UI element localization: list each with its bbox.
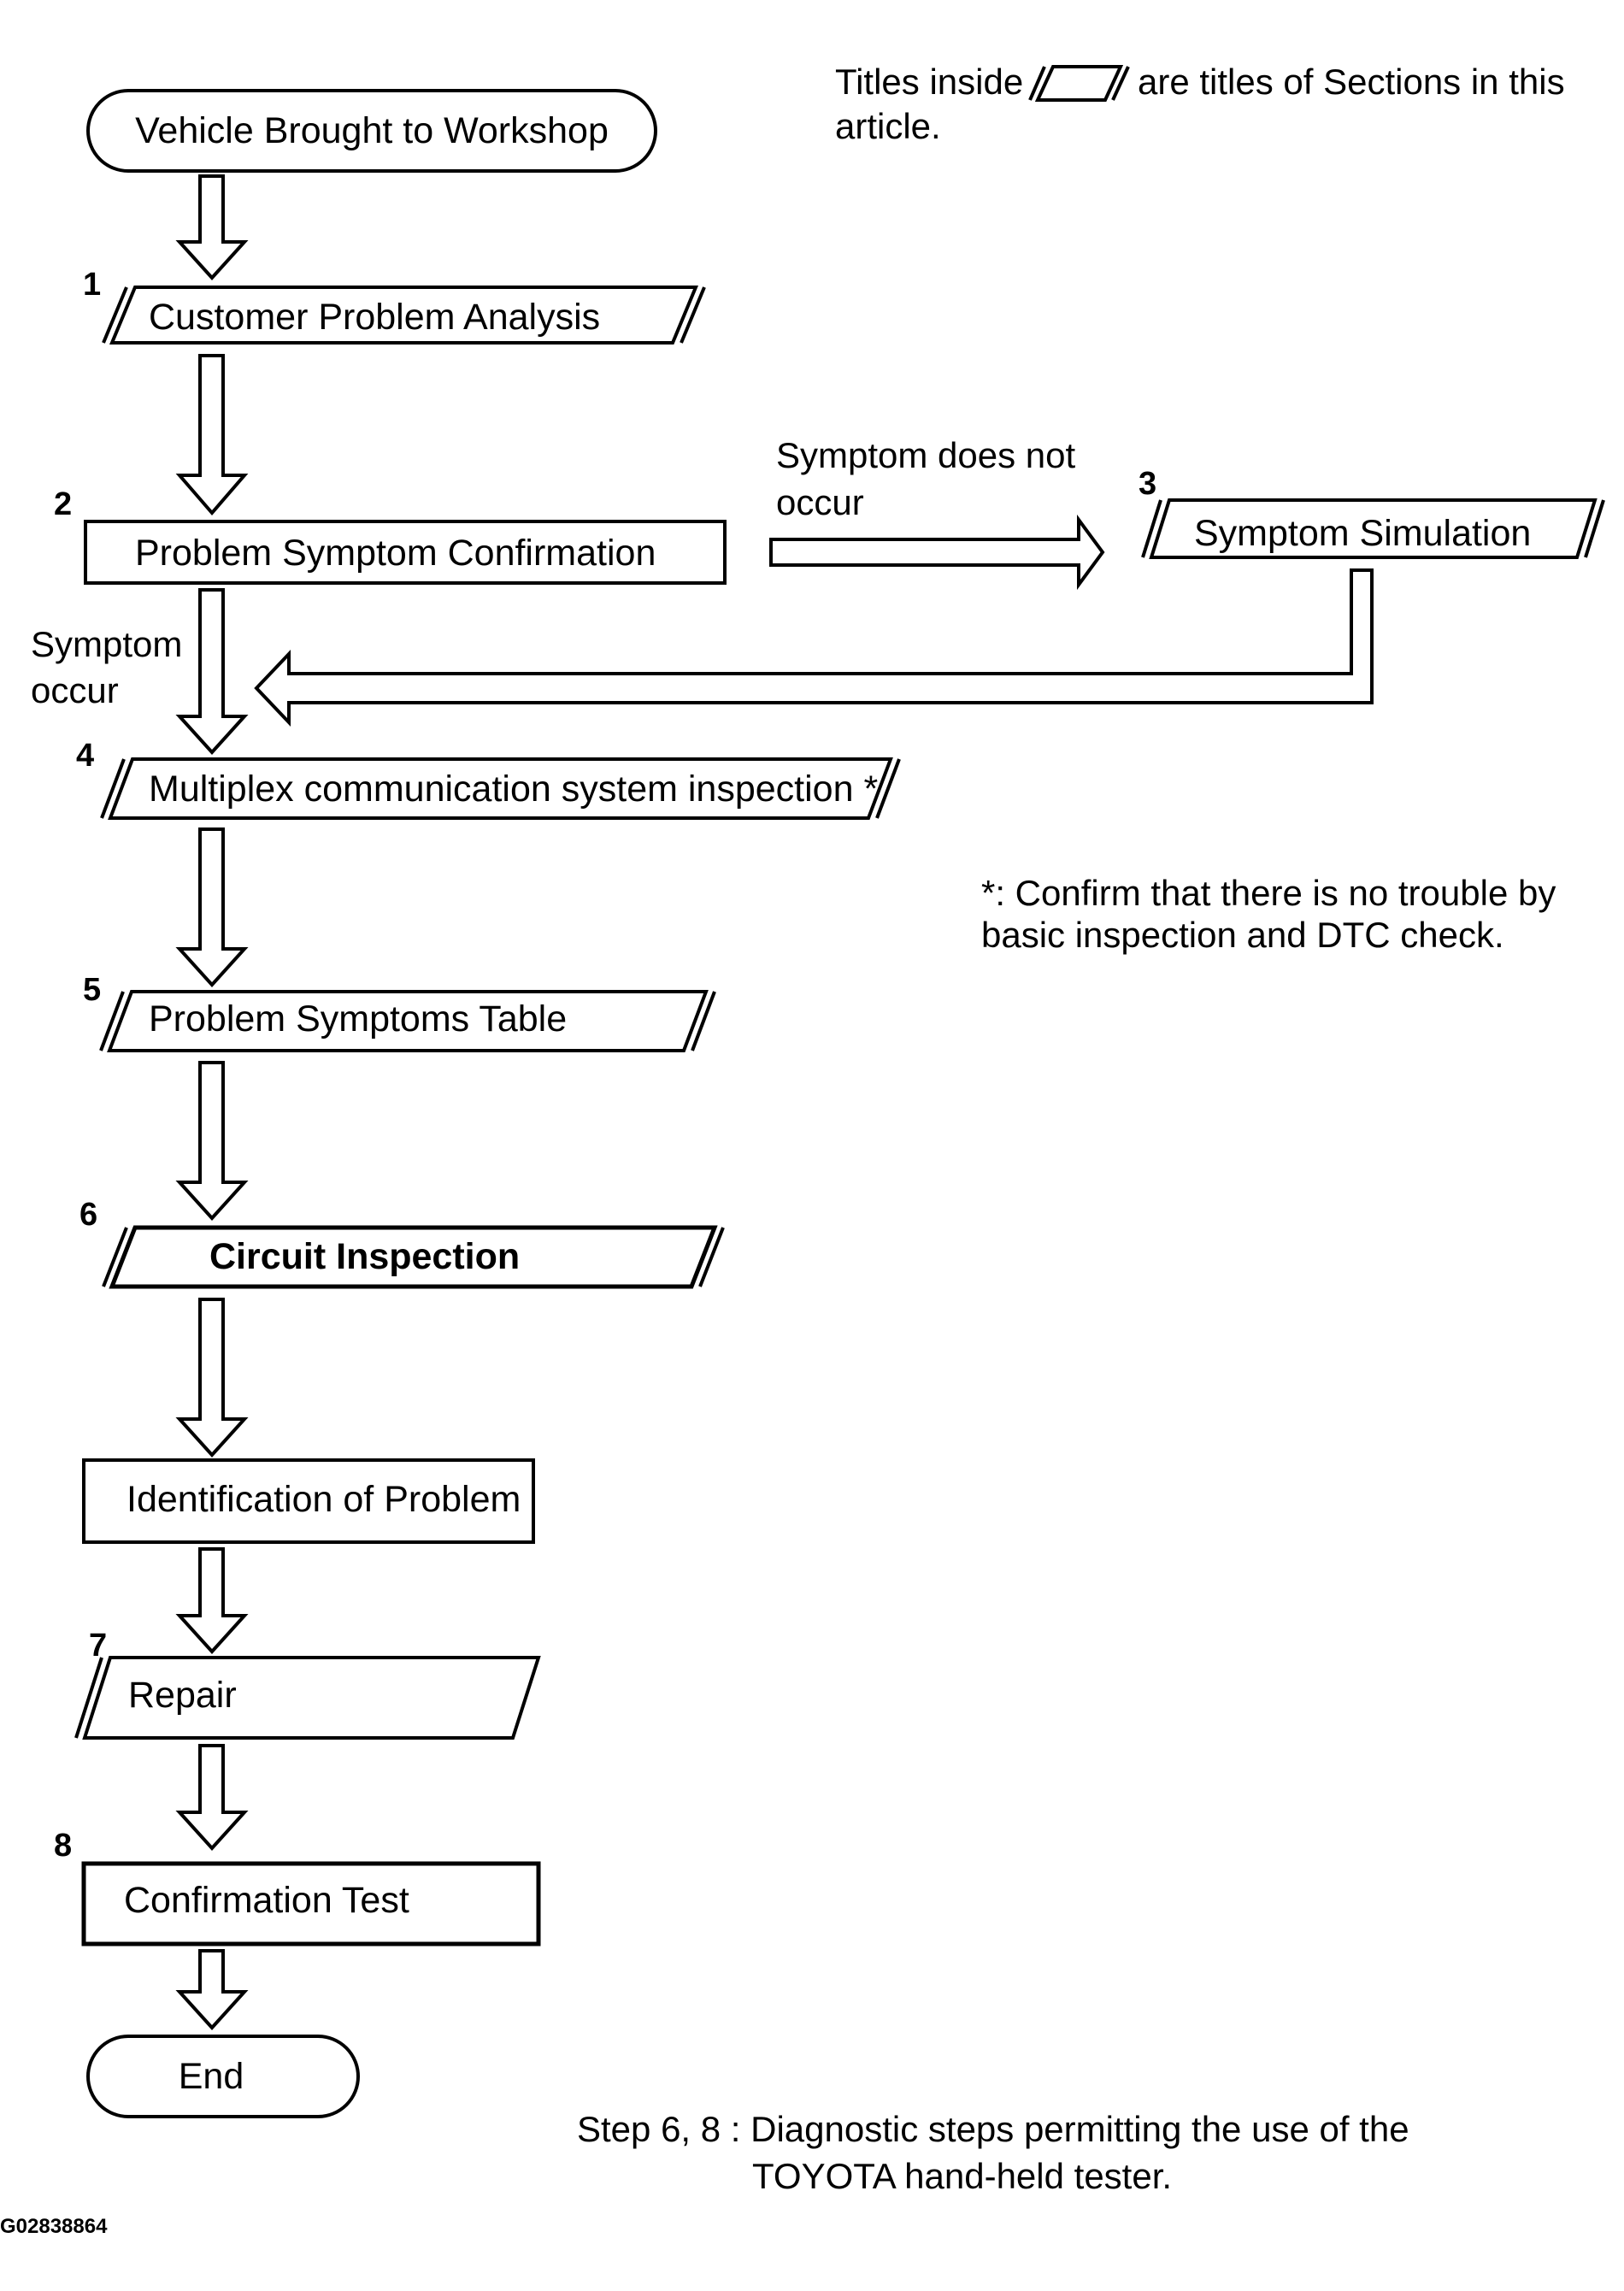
step-5: 5 Problem Symptoms Table — [83, 972, 716, 1052]
step-3-parallelogram — [1149, 498, 1598, 559]
branch-occur-label-2: occur — [31, 670, 119, 710]
end-label: End — [179, 2056, 244, 2097]
step-3: 3 Symptom Simulation — [1139, 466, 1605, 559]
footer-note-line1: Step 6, 8 : Diagnostic steps permitting … — [577, 2109, 1409, 2149]
step-number-5: 5 — [83, 972, 101, 1008]
step-number-2: 2 — [54, 486, 72, 522]
branch-not-occur-label-2: occur — [776, 482, 864, 522]
step-7-parallelogram — [82, 1656, 541, 1740]
step-2: 2 Problem Symptom Confirmation — [54, 486, 727, 585]
end-node: End — [86, 2035, 360, 2118]
identification-box — [82, 1458, 535, 1544]
step-7: 7 Repair — [74, 1628, 541, 1740]
legend-parallelogram-icon — [1034, 65, 1124, 102]
section-marker-line — [875, 758, 901, 819]
flow-arrow — [175, 1744, 249, 1851]
section-marker-line — [698, 1227, 725, 1287]
asterisk-note: *: Confirm that there is no trouble by b… — [981, 873, 1556, 955]
section-marker-line — [74, 1657, 103, 1739]
step-number-8: 8 — [54, 1828, 72, 1864]
step-1: 1 Customer Problem Analysis — [83, 267, 706, 345]
step-5-parallelogram — [107, 990, 709, 1052]
start-node: Vehicle Brought to Workshop — [86, 89, 657, 173]
step-number-6: 6 — [79, 1197, 97, 1233]
flow-arrow — [175, 1298, 249, 1458]
legend-text-before: Titles inside — [835, 62, 1023, 102]
section-marker-line — [1584, 499, 1605, 558]
identification-node: Identification of Problem — [82, 1458, 535, 1544]
step-4: 4 Multiplex communication system inspect… — [76, 738, 901, 820]
step-5-label: Problem Symptoms Table — [149, 998, 567, 1039]
end-terminator — [86, 2035, 360, 2118]
branch-not-occur: Symptom does not occur — [776, 435, 1076, 522]
step-number-4: 4 — [76, 738, 94, 774]
legend-parallelogram-accent — [1028, 66, 1046, 101]
footer-note: Step 6, 8 : Diagnostic steps permitting … — [577, 2109, 1409, 2196]
flow-arrow — [175, 1949, 249, 2030]
footer-note-line2: TOYOTA hand-held tester. — [752, 2156, 1172, 2196]
start-terminator — [86, 89, 657, 173]
legend-text-after: are titles of Sections in this — [1138, 62, 1565, 102]
section-marker-line — [1141, 499, 1162, 558]
flow-arrow — [175, 174, 249, 280]
step-number-3: 3 — [1139, 466, 1156, 502]
section-marker-line — [102, 286, 128, 344]
step-8-box — [81, 1861, 541, 1946]
step-7-label: Repair — [128, 1675, 237, 1716]
section-marker-line — [102, 1227, 128, 1287]
section-marker-line — [100, 758, 126, 819]
step-6: 6 Circuit Inspection — [79, 1197, 725, 1289]
figure-id: G02838864 — [0, 2215, 108, 2238]
asterisk-note-line2: basic inspection and DTC check. — [981, 915, 1504, 955]
section-marker-line — [99, 991, 125, 1051]
asterisk-note-line1: *: Confirm that there is no trouble by — [981, 873, 1556, 913]
legend-text-line2: article. — [835, 106, 941, 146]
flow-arrow — [175, 354, 249, 516]
return-arrow — [254, 568, 1374, 727]
branch-occur-label: Symptom — [31, 624, 182, 664]
step-4-parallelogram — [108, 757, 893, 820]
step-8: 8 Confirmation Test — [54, 1828, 541, 1946]
step-1-parallelogram — [109, 286, 698, 345]
legend: Titles inside are titles of Sections in … — [835, 62, 1565, 146]
step-3-label: Symptom Simulation — [1194, 513, 1531, 554]
flow-arrow — [175, 1061, 249, 1221]
flow-arrow — [175, 1547, 249, 1654]
section-marker-line — [680, 286, 706, 344]
branch-not-occur-label: Symptom does not — [776, 435, 1076, 475]
step-number-1: 1 — [83, 267, 101, 303]
section-marker-line — [691, 991, 716, 1051]
start-label: Vehicle Brought to Workshop — [135, 110, 609, 151]
step-2-box — [84, 520, 727, 585]
branch-occur: Symptom occur — [31, 624, 182, 710]
step-8-label: Confirmation Test — [124, 1880, 409, 1921]
step-number-7: 7 — [89, 1628, 107, 1664]
flow-arrow — [175, 827, 249, 987]
flow-arrow — [175, 588, 249, 755]
step-1-label: Customer Problem Analysis — [149, 297, 600, 338]
identification-label: Identification of Problem — [127, 1479, 521, 1520]
step-4-label: Multiplex communication system inspectio… — [149, 769, 878, 810]
branch-arrow-right — [769, 514, 1105, 591]
step-6-label: Circuit Inspection — [209, 1236, 520, 1277]
step-2-label: Problem Symptom Confirmation — [135, 533, 656, 574]
legend-parallelogram-accent — [1111, 66, 1130, 101]
step-6-parallelogram — [109, 1225, 718, 1289]
